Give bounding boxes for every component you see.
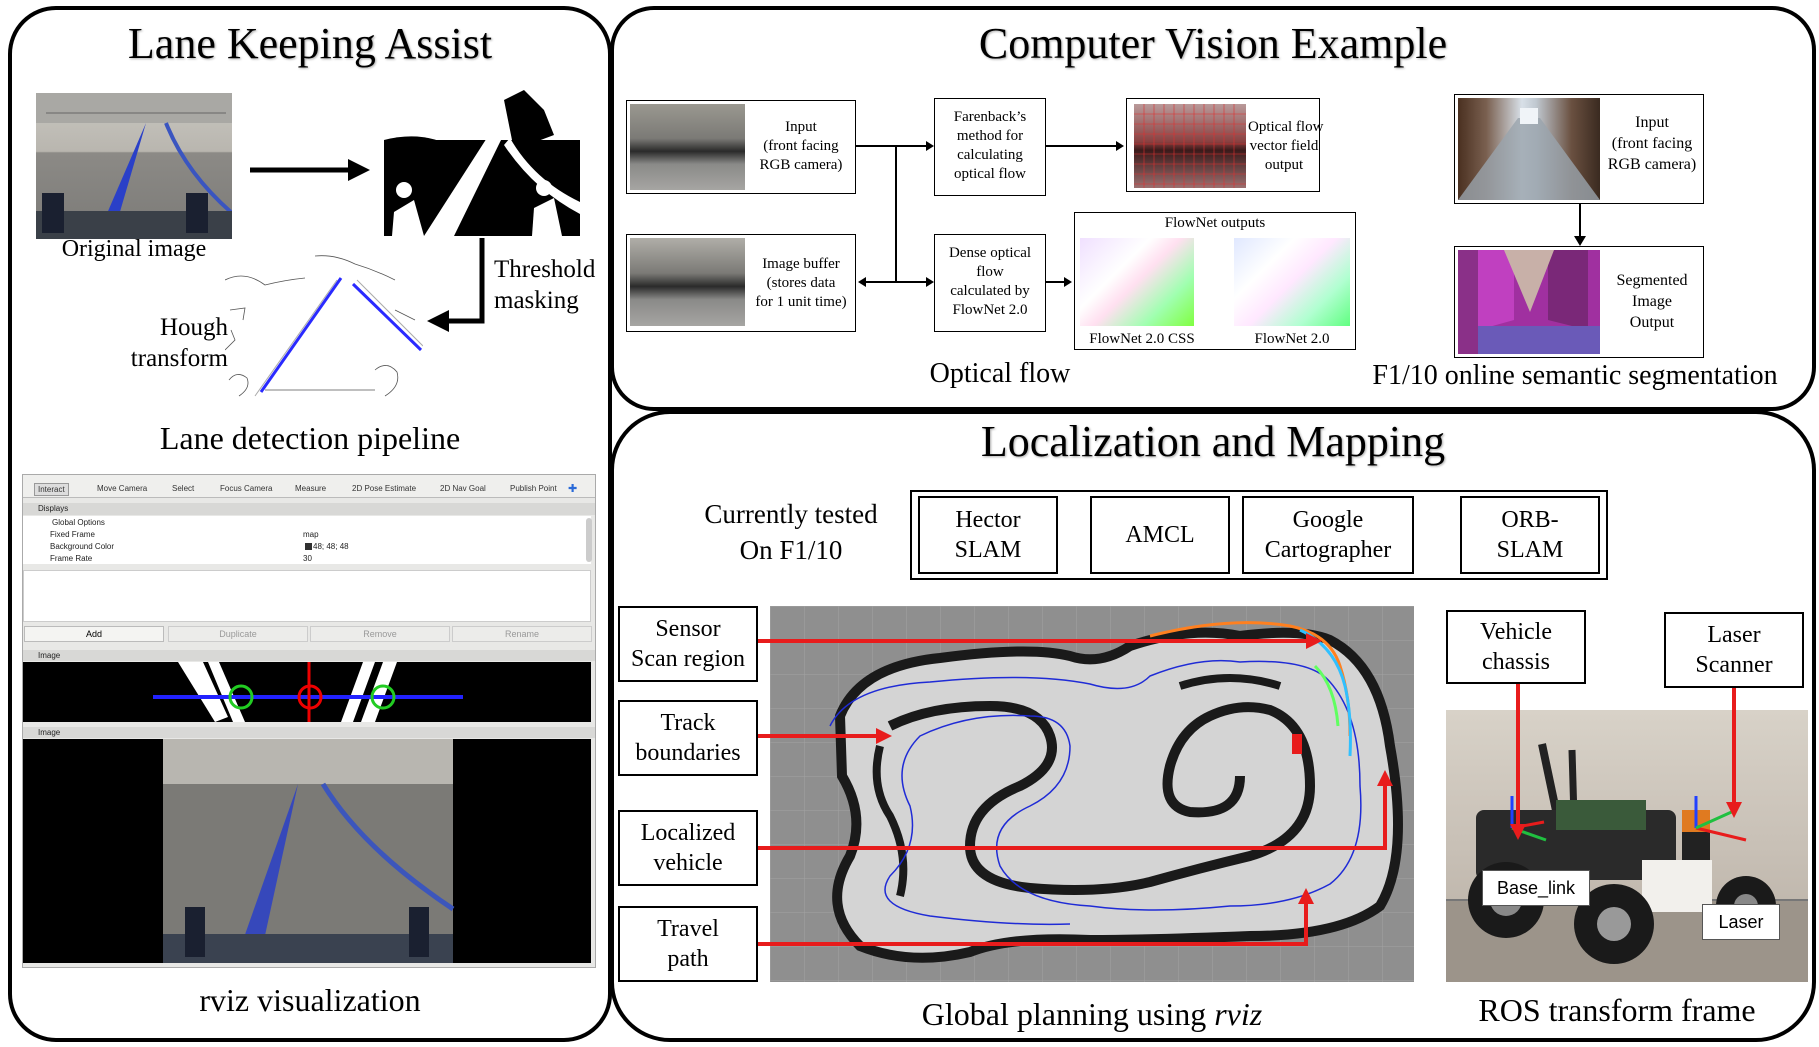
hough-image [225, 250, 423, 398]
hough-drawing [225, 255, 423, 397]
farneback-box [934, 98, 1046, 196]
displays-label: Displays [38, 504, 69, 513]
tree-fixed-frame[interactable]: Fixed Frame [50, 530, 95, 539]
seg-input-drawing [1458, 108, 1600, 200]
rviz-caption: rviz visualization [199, 982, 421, 1018]
original-image-caption: Original image [61, 236, 207, 262]
slam-hector: Hector SLAM [918, 496, 1058, 574]
laser-label: Laser [1702, 904, 1780, 940]
toolbar-nav-goal-button[interactable]: 2D Nav Goal [440, 484, 486, 493]
original-image-drawing [36, 93, 232, 239]
tree-frame-rate-value[interactable]: 30 [303, 554, 312, 563]
toolbar-plus-icon[interactable]: ✚ [568, 483, 578, 495]
flownet-image [1234, 238, 1350, 326]
toolbar-select-button[interactable]: Select [172, 484, 195, 493]
map-label-arrows [758, 633, 1393, 946]
pipeline-caption: Lane detection pipeline [159, 420, 461, 456]
base-link-label: Base_link [1482, 870, 1590, 906]
dense-flow-box [934, 234, 1046, 332]
label-sensor-scan: Sensor Scan region [618, 606, 758, 682]
seg-caption: F1/10 online semantic segmentation [1372, 360, 1778, 391]
rviz-strip-drawing [153, 662, 463, 722]
optical-flow-caption: Optical flow [929, 358, 1071, 389]
dense-flow-text: Dense optical flow calculated by FlowNet… [948, 245, 1032, 318]
threshold-caption: Threshold masking [494, 256, 596, 314]
toolbar-interact-button[interactable]: Interact [34, 483, 69, 496]
seg-output-image [1458, 250, 1600, 354]
flownet-label: FlowNet 2.0 [1254, 331, 1330, 347]
label-vehicle-chassis: Vehicle chassis [1446, 610, 1586, 684]
flow-output-image [1134, 104, 1246, 188]
label-laser-scanner: Laser Scanner [1664, 612, 1804, 688]
seg-input-text: Input (front facing RGB camera) [1607, 114, 1697, 173]
toolbar-pose-estimate-button[interactable]: 2D Pose Estimate [352, 484, 417, 493]
flow-output-text: Optical flow vector field output [1248, 119, 1324, 173]
seg-output-drawing [1458, 250, 1600, 354]
arrow-right-threshold [250, 159, 370, 181]
slam-orb: ORB- SLAM [1460, 496, 1600, 574]
rviz-toolbar [23, 475, 595, 498]
displays-tree [23, 516, 591, 564]
rviz-camera-drawing [163, 739, 455, 963]
lm-title: Localization and Mapping [980, 417, 1446, 466]
cv-input-text: Input (front facing RGB camera) [759, 119, 843, 173]
flownet-outputs-label: FlowNet outputs [1164, 215, 1266, 231]
displays-header [23, 503, 595, 515]
slam-amcl: AMCL [1090, 496, 1230, 574]
tree-global-options[interactable]: Global Options [52, 518, 105, 527]
vehicle-label-arrows [1510, 684, 1742, 840]
rviz-threshold-strip [23, 662, 591, 722]
cv-input-image [630, 104, 745, 190]
track-map-drawing [770, 606, 1414, 982]
track-map [770, 606, 1414, 982]
planning-caption-em: rviz [1214, 996, 1263, 1032]
toolbar-focus-camera-button[interactable]: Focus Camera [220, 484, 273, 493]
flownet-css-image [1080, 238, 1194, 326]
tree-fixed-frame-value[interactable]: map [303, 530, 319, 539]
slam-cartographer: Google Cartographer [1242, 496, 1414, 574]
rename-button[interactable]: Rename [452, 626, 592, 642]
flownet-css-label: FlowNet 2.0 CSS [1089, 331, 1195, 347]
toolbar-measure-button[interactable]: Measure [295, 484, 327, 493]
slam-methods-container [910, 490, 1608, 580]
cv-title: Computer Vision Example [978, 19, 1448, 68]
rviz-camera-view [23, 739, 591, 963]
threshold-drawing [384, 90, 580, 236]
planning-caption-prefix: Global planning using [921, 996, 1215, 1032]
planning-caption: Global planning using rviz [770, 996, 1414, 1033]
threshold-image [384, 90, 580, 236]
displays-scrollbar[interactable] [586, 518, 592, 562]
remove-button[interactable]: Remove [310, 626, 450, 642]
color-swatch [305, 543, 312, 550]
toolbar-publish-point-button[interactable]: Publish Point [510, 484, 557, 493]
add-button[interactable]: Add [24, 626, 164, 642]
duplicate-button[interactable]: Duplicate [168, 626, 308, 642]
ros-caption: ROS transform frame [1478, 992, 1756, 1028]
image-header-2 [23, 727, 595, 738]
image-header-1 [23, 650, 595, 661]
arrow-threshold-to-hough [427, 238, 485, 332]
cv-flow-arrows [856, 141, 1124, 287]
label-localized-vehicle: Localized vehicle [618, 810, 758, 886]
cv-buffer-text: Image buffer (stores data for 1 unit tim… [755, 256, 847, 310]
tree-background-color-value[interactable]: 48; 48; 48 [313, 542, 349, 551]
lka-title: Lane Keeping Assist [127, 19, 493, 68]
farneback-text: Farenback’s method for calculating optic… [953, 109, 1027, 182]
displays-empty-area [23, 570, 591, 622]
tree-background-color[interactable]: Background Color [50, 542, 115, 551]
toolbar-move-camera-button[interactable]: Move Camera [97, 484, 148, 493]
image-label-1: Image [38, 651, 61, 660]
image-label-2: Image [38, 728, 61, 737]
seg-arrow-down [1574, 204, 1586, 246]
label-track-boundaries: Track boundaries [618, 700, 758, 776]
label-travel-path: Travel path [618, 906, 758, 982]
hough-caption: Hough transform [130, 314, 228, 372]
tested-label: Currently tested On F1/10 [704, 499, 878, 565]
seg-input-image [1458, 98, 1600, 200]
original-image [36, 93, 232, 239]
cv-buffer-image [630, 238, 745, 326]
seg-output-text: Segmented Image Output [1616, 272, 1688, 331]
flow-vector-drawing [1134, 104, 1246, 188]
tree-frame-rate[interactable]: Frame Rate [50, 554, 93, 563]
